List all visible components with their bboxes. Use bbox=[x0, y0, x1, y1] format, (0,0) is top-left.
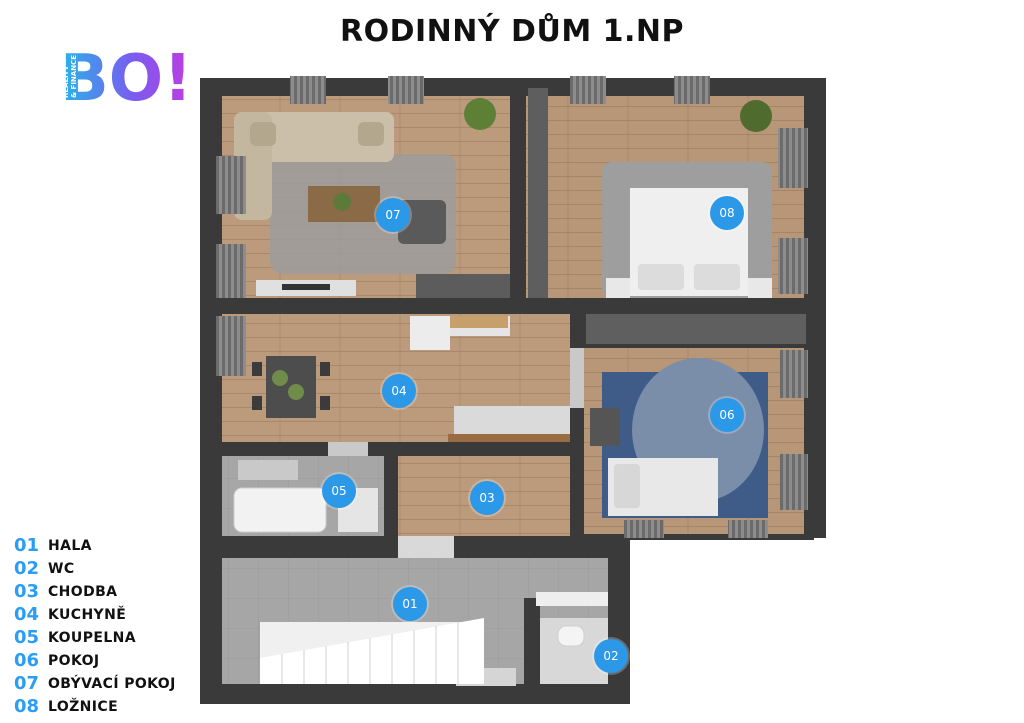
room-badge-03: 03 bbox=[470, 481, 504, 515]
cabinet bbox=[416, 274, 510, 298]
floor-plan bbox=[200, 76, 826, 704]
legend-number: 03 bbox=[14, 581, 40, 602]
chair bbox=[252, 396, 262, 410]
wall bbox=[218, 442, 570, 456]
legend-label: WC bbox=[48, 560, 75, 577]
curtain bbox=[388, 76, 424, 104]
door bbox=[328, 442, 368, 456]
legend-number: 07 bbox=[14, 673, 40, 694]
room-badge-06: 06 bbox=[710, 398, 744, 432]
curtain bbox=[728, 520, 768, 538]
room-badge-04: 04 bbox=[382, 374, 416, 408]
wall bbox=[584, 534, 814, 540]
sink-cabinet bbox=[238, 460, 298, 480]
logo-tagline-1: REALITY bbox=[62, 65, 70, 98]
legend-number: 04 bbox=[14, 604, 40, 625]
curtain bbox=[674, 76, 710, 104]
kitchen-island bbox=[454, 406, 570, 436]
chair bbox=[252, 362, 262, 376]
legend-label: KUCHYNĚ bbox=[48, 606, 127, 623]
logo-mark: BO! bbox=[60, 42, 192, 112]
page-title: RODINNÝ DŮM 1.NP bbox=[340, 14, 684, 49]
legend-number: 06 bbox=[14, 650, 40, 671]
pillow bbox=[614, 464, 640, 508]
tv bbox=[282, 284, 330, 290]
plant bbox=[272, 370, 288, 386]
curtain bbox=[570, 76, 606, 104]
curtain bbox=[624, 520, 664, 538]
legend-label: POKOJ bbox=[48, 652, 100, 669]
legend-item: 05 KOUPELNA bbox=[14, 626, 176, 649]
room-badge-01: 01 bbox=[393, 587, 427, 621]
pillow bbox=[694, 264, 740, 290]
wardrobe bbox=[528, 88, 548, 298]
wardrobe bbox=[586, 314, 806, 344]
legend-number: 05 bbox=[14, 627, 40, 648]
wall bbox=[570, 314, 584, 536]
legend-label: HALA bbox=[48, 537, 92, 554]
chair bbox=[320, 396, 330, 410]
legend-item: 01 HALA bbox=[14, 534, 176, 557]
legend-label: LOŽNICE bbox=[48, 698, 119, 715]
door bbox=[398, 536, 454, 558]
cushion bbox=[250, 122, 276, 146]
legend-item: 02 WC bbox=[14, 557, 176, 580]
curtain bbox=[216, 316, 246, 376]
door bbox=[570, 348, 584, 408]
plant bbox=[740, 100, 772, 132]
shoe-cabinet bbox=[536, 592, 608, 606]
pillow bbox=[638, 264, 684, 290]
legend-label: CHODBA bbox=[48, 583, 118, 600]
logo-tagline-2: & FINANCE bbox=[70, 55, 78, 98]
bathtub bbox=[233, 487, 327, 533]
nightstand bbox=[748, 278, 772, 298]
room-badge-08: 08 bbox=[710, 196, 744, 230]
curtain bbox=[290, 76, 326, 104]
curtain bbox=[778, 238, 808, 294]
chair bbox=[320, 362, 330, 376]
plant bbox=[333, 193, 351, 211]
plant bbox=[464, 98, 496, 130]
countertop bbox=[448, 316, 508, 328]
nightstand bbox=[606, 278, 630, 298]
legend-label: OBÝVACÍ POKOJ bbox=[48, 675, 176, 692]
legend-number: 02 bbox=[14, 558, 40, 579]
wall bbox=[218, 298, 808, 314]
counter bbox=[410, 316, 450, 350]
legend-number: 08 bbox=[14, 696, 40, 717]
toilet bbox=[557, 625, 585, 647]
staircase bbox=[260, 618, 484, 684]
legend-item: 07 OBÝVACÍ POKOJ bbox=[14, 672, 176, 695]
legend-number: 01 bbox=[14, 535, 40, 556]
curtain bbox=[780, 350, 808, 398]
curtain bbox=[778, 128, 808, 188]
wall bbox=[510, 82, 526, 302]
desk bbox=[590, 408, 620, 446]
legend-label: KOUPELNA bbox=[48, 629, 136, 646]
room-badge-07: 07 bbox=[376, 198, 410, 232]
room-legend: 01 HALA 02 WC 03 CHODBA 04 KUCHYNĚ 05 KOUPELN… bbox=[14, 534, 176, 718]
plant bbox=[288, 384, 304, 400]
curtain bbox=[780, 454, 808, 510]
room-badge-05: 05 bbox=[322, 474, 356, 508]
room-badge-02: 02 bbox=[594, 639, 628, 673]
cushion bbox=[358, 122, 384, 146]
legend-item: 03 CHODBA bbox=[14, 580, 176, 603]
wall bbox=[384, 456, 398, 536]
legend-item: 06 POKOJ bbox=[14, 649, 176, 672]
bo-logo: BO! REALITY & FINANCE bbox=[60, 42, 192, 112]
armchair bbox=[398, 200, 446, 244]
legend-item: 08 LOŽNICE bbox=[14, 695, 176, 718]
curtain bbox=[216, 244, 246, 298]
countertop-edge bbox=[448, 434, 570, 442]
legend-item: 04 KUCHYNĚ bbox=[14, 603, 176, 626]
wall bbox=[524, 598, 540, 686]
curtain bbox=[216, 156, 246, 214]
